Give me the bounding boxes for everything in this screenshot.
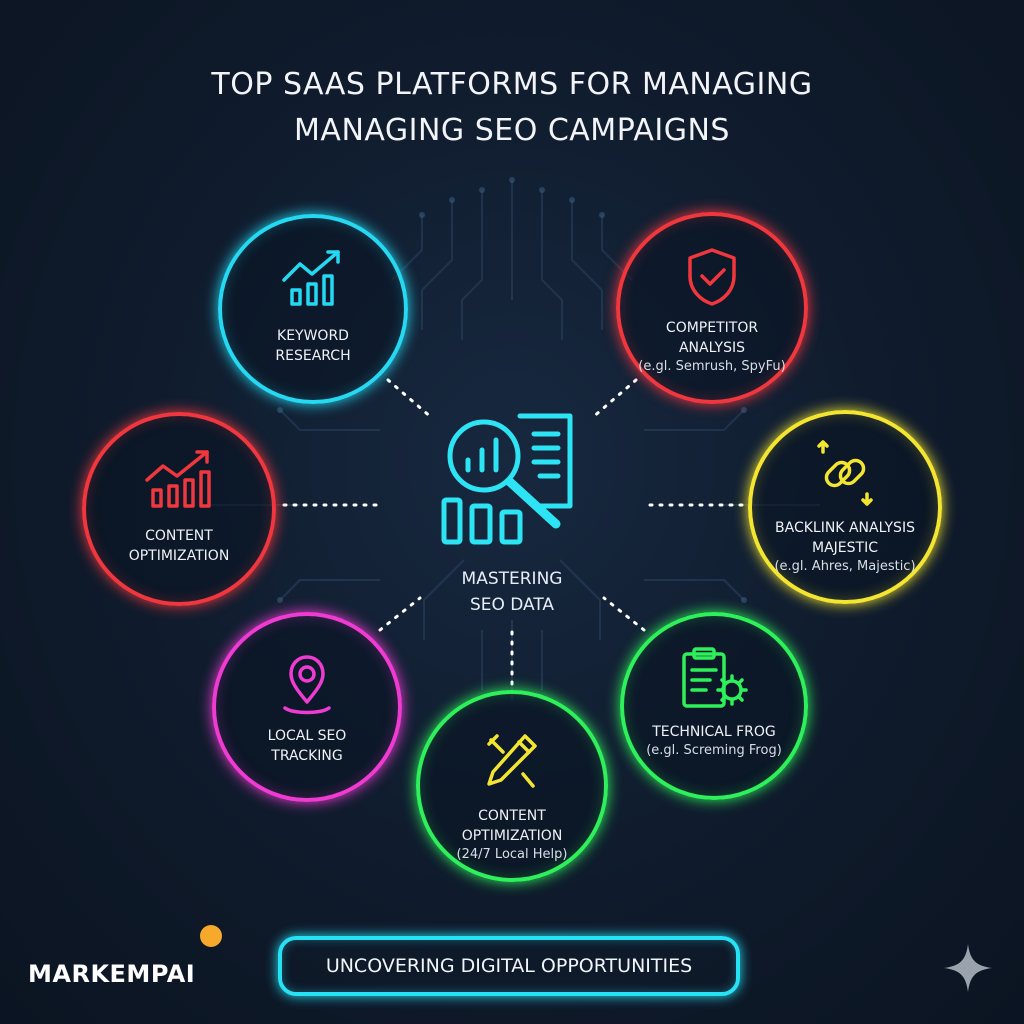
node-label-line: OPTIMIZATION bbox=[128, 548, 230, 564]
local-seo-label: LOCAL SEO TRACKING bbox=[226, 726, 388, 766]
node-label-line: ANALYSIS bbox=[678, 340, 746, 356]
chain-link-icon bbox=[817, 440, 873, 506]
brand-dot-icon bbox=[200, 925, 222, 947]
tagline-banner: UNCOVERING DIGITAL OPPORTUNITIES bbox=[278, 936, 740, 996]
node-label-line: TRACKING bbox=[271, 748, 343, 764]
connector-competitor bbox=[590, 378, 638, 420]
content-optimization-left-node[interactable]: CONTENT OPTIMIZATION bbox=[82, 412, 276, 606]
page-title: TOP SAAS PLATFORMS FOR MANAGING MANAGING… bbox=[0, 62, 1024, 154]
content-optimization-left-label: CONTENT OPTIMIZATION bbox=[96, 526, 262, 566]
growth-chart-icon bbox=[282, 250, 340, 306]
technical-sub: (e.gl. Screming Frog) bbox=[646, 743, 782, 758]
content-optimization-bottom-node[interactable]: CONTENT OPTIMIZATION (24/7 Local Help) bbox=[416, 690, 608, 882]
analytics-magnifier-icon bbox=[441, 413, 573, 545]
backlink-analysis-sub: (e.gl. Ahres, Majestic) bbox=[774, 559, 916, 574]
node-label-line: OPTIMIZATION bbox=[461, 828, 563, 844]
title-line-1: TOP SAAS PLATFORMS FOR MANAGING bbox=[211, 67, 813, 102]
competitor-analysis-label: COMPETITOR ANALYSIS bbox=[630, 318, 794, 358]
content-optimization-bottom-label: CONTENT OPTIMIZATION bbox=[430, 806, 594, 846]
map-pin-icon bbox=[283, 655, 331, 715]
content-optimization-bottom-sub: (24/7 Local Help) bbox=[456, 847, 568, 862]
backlink-analysis-label: BACKLINK ANALYSIS MAJESTIC bbox=[762, 518, 928, 558]
keyword-research-node[interactable]: KEYWORD RESEARCH bbox=[218, 214, 408, 404]
brand-logo: MARKEMPAI bbox=[28, 960, 196, 988]
connector-technical bbox=[602, 596, 646, 632]
node-label-line: COMPETITOR bbox=[665, 320, 759, 336]
sparkle-icon bbox=[944, 944, 992, 992]
center-line-2: SEO DATA bbox=[469, 595, 555, 615]
connector-keyword bbox=[386, 378, 434, 420]
pencil-icon bbox=[487, 734, 537, 788]
clipboard-gear-icon bbox=[682, 647, 748, 708]
local-seo-node[interactable]: LOCAL SEO TRACKING bbox=[212, 612, 402, 802]
technical-node[interactable]: TECHNICAL FROG (e.gl. Screming Frog) bbox=[620, 612, 808, 800]
competitor-analysis-sub: (e.gl. Semrush, SpyFu) bbox=[638, 359, 786, 374]
node-label-line: CONTENT bbox=[478, 808, 546, 824]
backlink-analysis-node[interactable]: BACKLINK ANALYSIS MAJESTIC (e.gl. Ahres,… bbox=[748, 410, 942, 604]
node-label-line: KEYWORD bbox=[277, 328, 349, 344]
technical-label: TECHNICAL FROG bbox=[634, 722, 794, 742]
competitor-analysis-node[interactable]: COMPETITOR ANALYSIS (e.gl. Semrush, SpyF… bbox=[616, 212, 808, 404]
keyword-research-label: KEYWORD RESEARCH bbox=[232, 326, 394, 366]
node-label-line: CONTENT bbox=[145, 528, 213, 544]
growth-chart-icon bbox=[145, 450, 211, 508]
connector-local bbox=[378, 596, 422, 632]
shield-check-icon bbox=[688, 248, 736, 306]
center-line-1: MASTERING bbox=[461, 569, 563, 589]
node-label-line: TECHNICAL FROG bbox=[652, 724, 776, 740]
node-label-line: BACKLINK ANALYSIS bbox=[775, 520, 915, 536]
node-label-line: MAJESTIC bbox=[812, 540, 878, 556]
node-label-line: LOCAL SEO bbox=[267, 728, 347, 744]
center-hub-label: MASTERING SEO DATA bbox=[412, 566, 612, 618]
node-label-line: RESEARCH bbox=[275, 348, 351, 364]
title-line-2: MANAGING SEO CAMPAIGNS bbox=[294, 113, 730, 148]
